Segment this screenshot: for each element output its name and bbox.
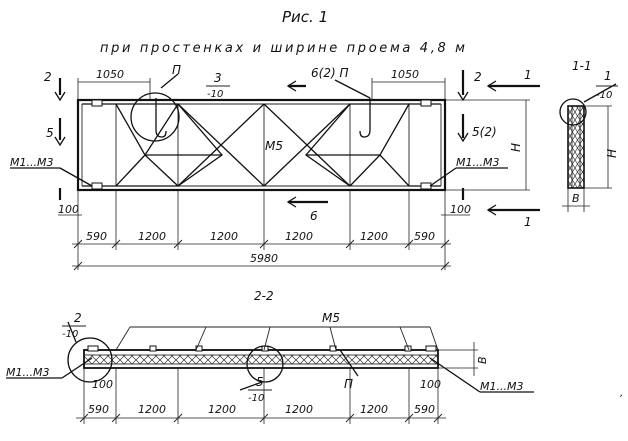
plates-label-right: М1...М3 xyxy=(456,156,499,169)
sec22-dim-6: 590 xyxy=(414,403,435,416)
section-2-2-loop: П xyxy=(344,377,353,391)
sec22-dim-3: 1200 xyxy=(208,403,236,416)
top-dimension-lines xyxy=(77,78,446,100)
section-mark-2-right: 2 xyxy=(474,70,482,84)
callout-circle-5 xyxy=(246,345,284,383)
section-mark-6: 6 xyxy=(310,209,318,223)
loop-label-left: П xyxy=(172,63,181,77)
section-1-1-body xyxy=(567,105,585,189)
sec22-dim-1: 590 xyxy=(88,403,109,416)
figure-subtitle: при простенках и ширине проема 4,8 м xyxy=(100,41,465,56)
sec22-dim-5: 1200 xyxy=(360,403,388,416)
callout-circle-2 xyxy=(67,337,113,383)
section-mark-5-left: 5 xyxy=(46,126,54,140)
section-2-2-mesh: М5 xyxy=(322,311,340,325)
section-1-1-callout: 1 xyxy=(604,69,612,83)
edge-dim-right: 100 xyxy=(450,203,471,216)
callout-3-sub: -10 xyxy=(207,89,223,100)
sec22-dim-4: 1200 xyxy=(285,403,313,416)
section-1-1-callout-sub: -10 xyxy=(596,90,612,101)
page-mark: , xyxy=(620,388,623,399)
callout-circle-3 xyxy=(130,92,180,142)
section-2-2-edge-left: 100 xyxy=(92,378,113,391)
mesh-leaders xyxy=(115,326,439,351)
section-2-2-edge-right: 100 xyxy=(420,378,441,391)
figure-title: Рис. 1 xyxy=(282,8,328,26)
elev-dim-5: 1200 xyxy=(360,230,388,243)
height-label: Н xyxy=(509,143,523,152)
height-dimension xyxy=(445,99,530,191)
mesh-label: М5 xyxy=(265,139,283,153)
elev-dim-6: 590 xyxy=(414,230,435,243)
section-2-2-height: В xyxy=(476,356,489,364)
callout-3-label: 3 xyxy=(214,71,222,85)
elevation-bottom-dims: 590 1200 1200 1200 1200 590 5980 xyxy=(72,190,451,271)
corner-plates xyxy=(91,99,432,190)
panel-elevation: П 3 -10 6(2) П 1050 1050 2 5 xyxy=(10,63,540,229)
section-1-1-title: 1-1 xyxy=(572,59,592,73)
edge-dim-left: 100 xyxy=(58,203,79,216)
section-mark-1-bottom: 1 xyxy=(524,215,532,229)
elev-dim-3: 1200 xyxy=(210,230,238,243)
section-2-2: 2-2 М5 2 -10 xyxy=(6,289,534,424)
diagonal-braces xyxy=(82,103,441,187)
section-2-2-plates-right: М1...М3 xyxy=(480,380,523,393)
elev-dim-2: 1200 xyxy=(138,230,166,243)
section-1-1: 1-1 1 -10 Н В xyxy=(559,59,619,212)
section-1-1-height: Н xyxy=(605,149,619,158)
section-2-2-insulation xyxy=(83,354,439,365)
section-2-2-callout-5: 5 xyxy=(256,375,264,389)
section-2-2-plates-left: М1...М3 xyxy=(6,366,49,379)
top-dim-left: 1050 xyxy=(96,68,124,81)
elev-total-dim: 5980 xyxy=(250,252,278,265)
section-mark-2-left: 2 xyxy=(44,70,52,84)
elev-dim-4: 1200 xyxy=(285,230,313,243)
section-2-2-callout-2-sub: -10 xyxy=(62,329,78,340)
top-dim-right: 1050 xyxy=(391,68,419,81)
section-1-1-width: В xyxy=(572,192,580,205)
loop-label-right: 6(2) П xyxy=(311,66,348,80)
section-2-2-callout-2: 2 xyxy=(74,311,82,325)
sec22-dim-2: 1200 xyxy=(138,403,166,416)
section-mark-5-right: 5(2) xyxy=(472,125,497,139)
section-2-2-title: 2-2 xyxy=(254,289,274,303)
lifting-loops xyxy=(155,98,371,138)
panel-outline xyxy=(76,98,447,192)
vertical-rebars xyxy=(115,104,410,186)
section-2-2-callout-5-sub: -10 xyxy=(248,393,264,404)
section-mark-1-top: 1 xyxy=(524,68,532,82)
callout-circle-1 xyxy=(559,98,587,126)
elev-dim-1: 590 xyxy=(86,230,107,243)
plates-label-left: М1...М3 xyxy=(10,156,53,169)
